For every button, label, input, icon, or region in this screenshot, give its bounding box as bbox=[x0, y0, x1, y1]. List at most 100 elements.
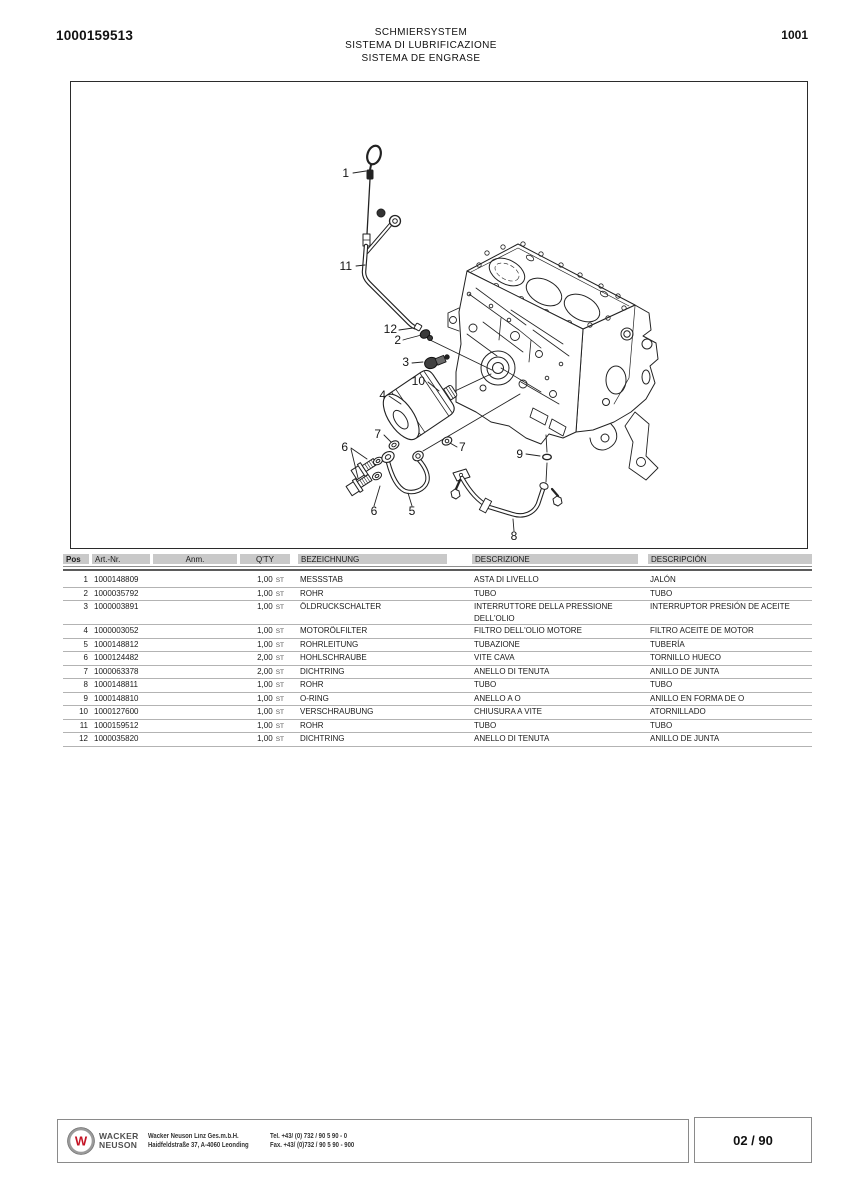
cell-anm bbox=[153, 601, 240, 624]
callout-8: 8 bbox=[511, 529, 518, 543]
cell-bez: MESSSTAB bbox=[300, 575, 343, 584]
cell-bez: DICHTRING bbox=[300, 666, 345, 676]
cell-art: 1000148809 bbox=[94, 575, 139, 584]
qty-unit: ST bbox=[275, 628, 284, 635]
cell-it: FILTRO DELL'OLIO MOTORE bbox=[474, 626, 582, 635]
cell-pos: 5 bbox=[83, 639, 88, 649]
qty-value: 1,00 bbox=[257, 680, 273, 689]
qty-value: 1,00 bbox=[257, 639, 273, 649]
title-it: SISTEMA DI LUBRIFICAZIONE bbox=[345, 40, 497, 51]
header-divider bbox=[63, 566, 812, 571]
cell-pos: 2 bbox=[83, 588, 88, 598]
cell-pos: 8 bbox=[83, 680, 88, 689]
callout-11: 11 bbox=[340, 259, 353, 273]
callout-4: 4 bbox=[379, 388, 386, 402]
cell-pos: 11 bbox=[79, 720, 88, 730]
qty-value: 1,00 bbox=[257, 707, 273, 716]
cell-bez: ROHR bbox=[300, 588, 324, 598]
qty-unit: ST bbox=[275, 722, 284, 730]
header-pos: Pos bbox=[63, 554, 89, 564]
qty-unit: ST bbox=[275, 590, 284, 598]
cell-anm bbox=[153, 679, 240, 692]
cell-bez: ROHR bbox=[300, 720, 324, 730]
cell-es: JALÓN bbox=[650, 575, 676, 584]
cell-bez: MOTORÖLFILTER bbox=[300, 626, 368, 635]
cell-anm bbox=[153, 652, 240, 665]
qty-value: 1,00 bbox=[257, 626, 273, 635]
page-code: 1001 bbox=[781, 28, 808, 42]
header-qty: Q'TY bbox=[240, 554, 290, 564]
callout-1: 1 bbox=[342, 166, 349, 180]
cell-es: ANILLO EN FORMA DE O bbox=[650, 693, 745, 703]
cell-it: ANELLO DI TENUTA bbox=[474, 666, 550, 676]
qty-unit: ST bbox=[275, 736, 284, 743]
table-header-row: Pos Art.-Nr. Anm. Q'TY BEZEICHNUNG DESCR… bbox=[63, 554, 812, 564]
qty-value: 2,00 bbox=[257, 666, 273, 676]
cell-art: 1000003052 bbox=[94, 626, 139, 635]
cell-it: TUBO bbox=[474, 680, 497, 689]
callout-6: 6 bbox=[341, 440, 348, 454]
cell-es: ATORNILLADO bbox=[650, 707, 706, 716]
cell-anm bbox=[153, 625, 240, 638]
phone-line: Tel. +43/ (0) 732 / 90 5 90 - 0 bbox=[270, 1133, 348, 1140]
cell-art: 1000148810 bbox=[94, 693, 139, 703]
qty-value: 1,00 bbox=[257, 602, 273, 611]
callout-9: 9 bbox=[516, 447, 523, 461]
callout-5: 5 bbox=[409, 504, 416, 518]
callout-12: 12 bbox=[384, 322, 398, 336]
cell-it: ASTA DI LIVELLO bbox=[474, 575, 539, 584]
qty-unit: ST bbox=[275, 695, 284, 703]
callout-7: 7 bbox=[374, 427, 381, 441]
qty-unit: ST bbox=[275, 682, 284, 689]
cell-art: 1000148811 bbox=[94, 680, 138, 689]
header-art-nr: Art.-Nr. bbox=[92, 554, 150, 564]
cell-bez: ÖLDRUCKSCHALTER bbox=[300, 602, 382, 611]
title-es: SISTEMA DE ENGRASE bbox=[361, 53, 481, 64]
cell-pos: 1 bbox=[83, 575, 88, 584]
fax-line: Fax. +43/ (0)732 / 90 5 90 - 900 bbox=[270, 1141, 355, 1149]
qty-value: 1,00 bbox=[257, 588, 273, 598]
cell-it: TUBAZIONE bbox=[474, 639, 520, 649]
qty-unit: ST bbox=[275, 709, 284, 716]
cell-es: ANILLO DE JUNTA bbox=[650, 734, 720, 743]
header-bezeichnung: BEZEICHNUNG bbox=[298, 554, 447, 564]
cell-anm bbox=[153, 693, 240, 706]
cell-art: 1000124482 bbox=[94, 653, 139, 662]
cell-es: INTERRUPTOR PRESIÓN DE ACEITE bbox=[650, 602, 790, 611]
cell-anm bbox=[153, 588, 240, 601]
callout-3: 3 bbox=[402, 355, 409, 369]
cell-pos: 6 bbox=[83, 653, 88, 662]
cell-art: 1000148812 bbox=[94, 639, 139, 649]
header-anm: Anm. bbox=[153, 554, 237, 564]
sheet-number: 02 / 90 bbox=[733, 1132, 773, 1148]
logo-letter: W bbox=[75, 1134, 88, 1149]
cell-bez: O-RING bbox=[300, 693, 329, 703]
cell-it: INTERRUTTORE DELLA PRESSIONE DELL'OLIO bbox=[474, 602, 613, 623]
cell-anm bbox=[153, 706, 240, 719]
header-descrizione: DESCRIZIONE bbox=[472, 554, 638, 564]
cell-es: TUBO bbox=[650, 588, 673, 598]
company-name: Wacker Neuson Linz Ges.m.b.H. bbox=[148, 1133, 239, 1140]
qty-unit: ST bbox=[275, 655, 284, 662]
cell-art: 1000159512 bbox=[94, 720, 139, 730]
cell-es: ANILLO DE JUNTA bbox=[650, 666, 720, 676]
title-de: SCHMIERSYSTEM bbox=[374, 27, 468, 38]
page-title: SCHMIERSYSTEM SISTEMA DI LUBRIFICAZIONE … bbox=[0, 26, 842, 65]
cell-art: 1000127600 bbox=[94, 707, 139, 716]
